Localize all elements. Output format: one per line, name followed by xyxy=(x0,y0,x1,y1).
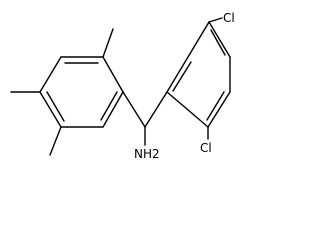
bond xyxy=(122,91,146,128)
methyl-bond xyxy=(49,126,62,156)
double-bond-inner xyxy=(172,61,192,92)
bond xyxy=(144,91,168,128)
methyl-bond xyxy=(102,28,114,58)
molecule-drawing: Cl Cl NH2 xyxy=(10,11,235,161)
bond xyxy=(207,91,231,128)
bond xyxy=(166,56,189,93)
mesityl-ring xyxy=(10,28,124,156)
double-bond-inner xyxy=(46,91,65,122)
bond xyxy=(187,21,210,58)
double-bond-inner xyxy=(210,29,226,56)
structure-diagram: Cl Cl NH2 xyxy=(10,11,235,161)
chloro-label-bottom: Cl xyxy=(200,141,212,155)
chloro-bond xyxy=(208,17,223,23)
bond xyxy=(102,56,124,93)
bond xyxy=(166,91,209,128)
central-carbon xyxy=(122,91,168,146)
double-bond-inner xyxy=(206,91,225,121)
bond xyxy=(102,91,124,128)
dichlorophenyl-ring xyxy=(166,17,231,140)
bond xyxy=(39,91,62,128)
amine-label: NH2 xyxy=(134,147,160,161)
bond xyxy=(39,56,62,93)
bond xyxy=(208,21,231,58)
double-bond-inner xyxy=(100,91,118,121)
chloro-label-top: Cl xyxy=(223,11,235,25)
